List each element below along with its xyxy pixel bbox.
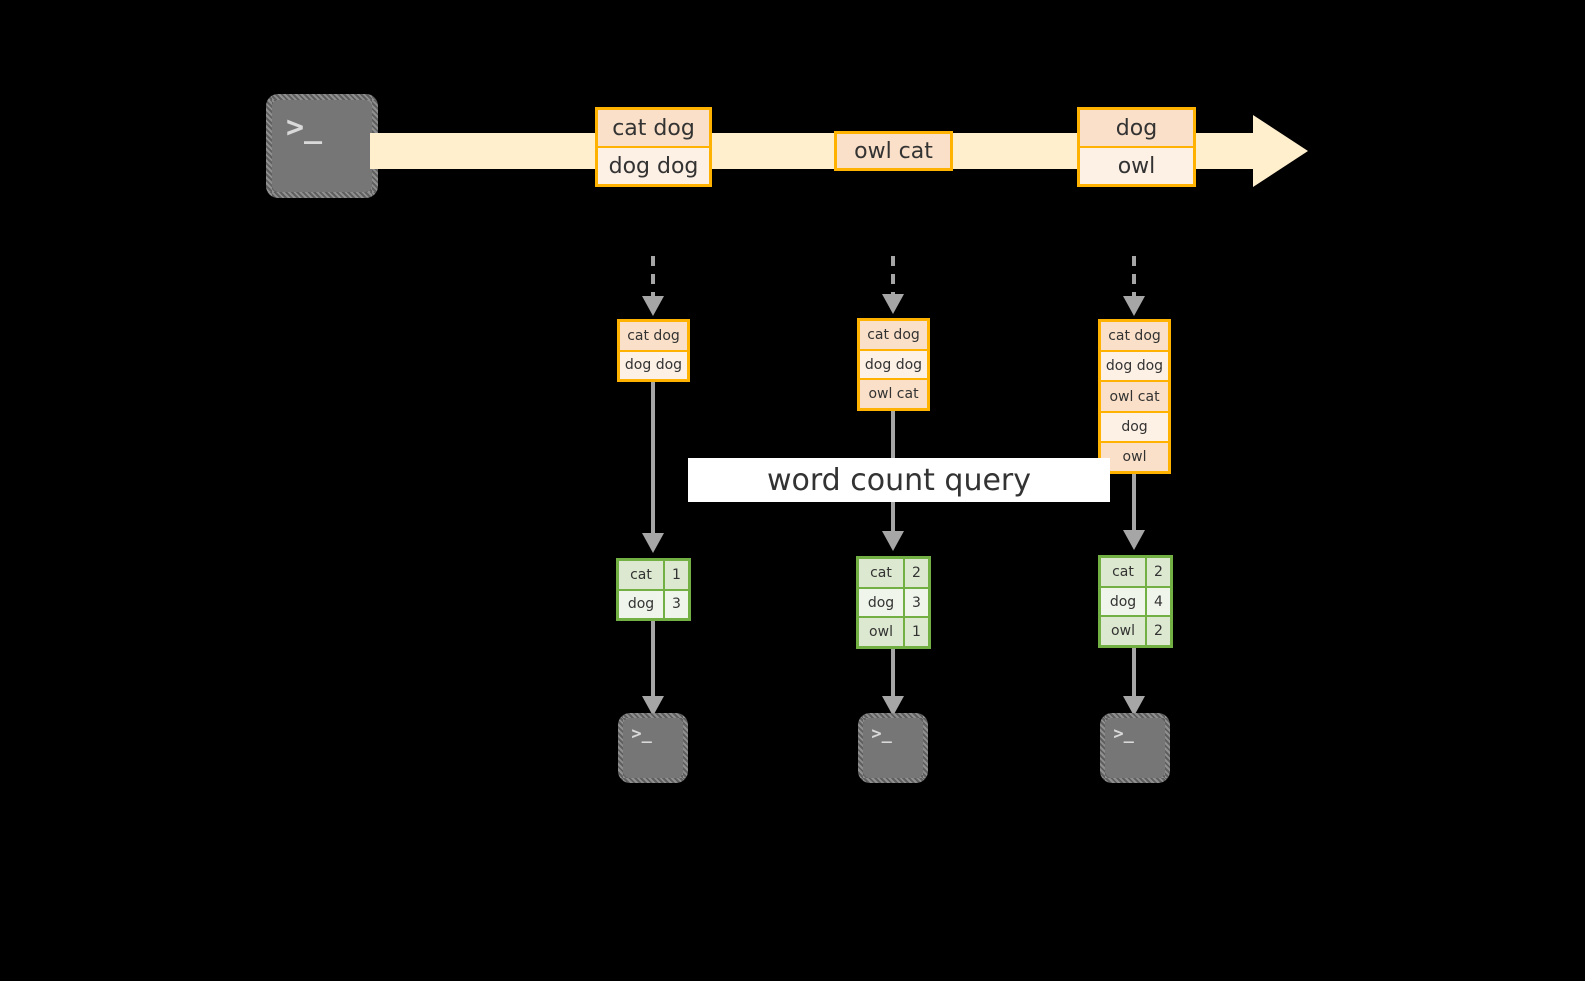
result-count: 2 xyxy=(1147,558,1170,586)
snapshot-2-trigger-arrowhead xyxy=(882,294,904,314)
snapshot-1-sink-arrowhead xyxy=(642,696,664,716)
query-label-band: word count query xyxy=(688,458,1110,502)
result-word: dog xyxy=(859,588,905,617)
snapshot-input-line: dog dog xyxy=(1101,352,1168,383)
terminal-prompt: >_ xyxy=(286,109,323,145)
snapshot-2-sink-arrowhead xyxy=(882,696,904,716)
terminal-prompt: >_ xyxy=(631,724,652,745)
table-row: dog 3 xyxy=(859,588,928,619)
snapshot-input-line: cat dog xyxy=(860,321,927,351)
result-word: cat xyxy=(619,561,665,589)
snapshot-2-result-table: cat 2 dog 3 owl 1 xyxy=(856,556,931,649)
snapshot-2-query-arrowhead xyxy=(882,531,904,551)
snapshot-3-sink-arrowhead xyxy=(1123,696,1145,716)
terminal-screen xyxy=(863,718,923,778)
snapshot-1-result-table: cat 1 dog 3 xyxy=(616,558,691,621)
snapshot-1-query-line xyxy=(651,382,655,537)
stream-record-line: dog xyxy=(1080,110,1193,148)
snapshot-3-trigger-line xyxy=(1132,256,1136,300)
snapshot-3-sink-line xyxy=(1132,648,1136,700)
table-row: dog 3 xyxy=(619,590,688,618)
stream-record-line: cat dog xyxy=(598,110,709,148)
result-word: owl xyxy=(1101,617,1147,646)
result-word: dog xyxy=(1101,587,1147,616)
snapshot-3-result-table: cat 2 dog 4 owl 2 xyxy=(1098,555,1173,648)
table-row: cat 1 xyxy=(619,561,688,591)
result-count: 2 xyxy=(1147,617,1170,646)
snapshot-1-sink-line xyxy=(651,621,655,700)
snapshot-input-line: dog dog xyxy=(860,350,927,381)
snapshot-2-sink-terminal-icon: >_ xyxy=(858,713,928,783)
stream-record-group-3: dog owl xyxy=(1077,107,1196,187)
result-word: cat xyxy=(1101,558,1147,586)
result-count: 2 xyxy=(905,559,928,587)
snapshot-3-query-line xyxy=(1132,474,1136,534)
snapshot-1-query-arrowhead xyxy=(642,533,664,553)
terminal-screen xyxy=(623,718,683,778)
source-terminal-icon: >_ xyxy=(266,94,378,198)
stream-record-group-2: owl cat xyxy=(834,131,953,171)
snapshot-input-line: owl cat xyxy=(1101,382,1168,413)
snapshot-2-sink-line xyxy=(891,649,895,700)
stream-record-line: dog dog xyxy=(598,148,709,184)
table-row: cat 2 xyxy=(1101,558,1170,588)
snapshot-3-query-arrowhead xyxy=(1123,530,1145,550)
terminal-prompt: >_ xyxy=(1113,724,1134,745)
table-row: owl 2 xyxy=(1101,617,1170,646)
snapshot-input-line: owl cat xyxy=(860,380,927,409)
query-label-text: word count query xyxy=(766,462,1032,498)
result-count: 1 xyxy=(665,561,688,589)
terminal-prompt: >_ xyxy=(871,724,892,745)
terminal-screen xyxy=(1105,718,1165,778)
snapshot-2-input-stack: cat dog dog dog owl cat xyxy=(857,318,930,411)
snapshot-1-trigger-arrowhead xyxy=(642,296,664,316)
result-count: 3 xyxy=(905,588,928,617)
snapshot-input-line: cat dog xyxy=(1101,322,1168,353)
snapshot-input-line: owl xyxy=(1101,442,1168,472)
snapshot-input-line: dog xyxy=(1101,412,1168,443)
result-word: cat xyxy=(859,559,905,587)
result-count: 4 xyxy=(1147,587,1170,616)
result-count: 1 xyxy=(905,618,928,647)
result-count: 3 xyxy=(665,590,688,618)
snapshot-1-sink-terminal-icon: >_ xyxy=(618,713,688,783)
table-row: dog 4 xyxy=(1101,587,1170,618)
snapshot-1-input-stack: cat dog dog dog xyxy=(617,319,690,382)
snapshot-3-input-stack: cat dog dog dog owl cat dog owl xyxy=(1098,319,1171,474)
table-row: owl 1 xyxy=(859,618,928,647)
snapshot-input-line: dog dog xyxy=(620,351,687,379)
snapshot-2-trigger-line xyxy=(891,256,895,298)
result-word: dog xyxy=(619,590,665,618)
result-word: owl xyxy=(859,618,905,647)
stream-arrow-head xyxy=(1253,115,1308,187)
stream-record-group-1: cat dog dog dog xyxy=(595,107,712,187)
snapshot-3-sink-terminal-icon: >_ xyxy=(1100,713,1170,783)
snapshot-input-line: cat dog xyxy=(620,322,687,352)
terminal-screen xyxy=(272,100,372,192)
stream-record-line: owl xyxy=(1080,148,1193,184)
snapshot-3-trigger-arrowhead xyxy=(1123,296,1145,316)
stream-record-line: owl cat xyxy=(837,134,950,168)
snapshot-1-trigger-line xyxy=(651,256,655,300)
table-row: cat 2 xyxy=(859,559,928,589)
